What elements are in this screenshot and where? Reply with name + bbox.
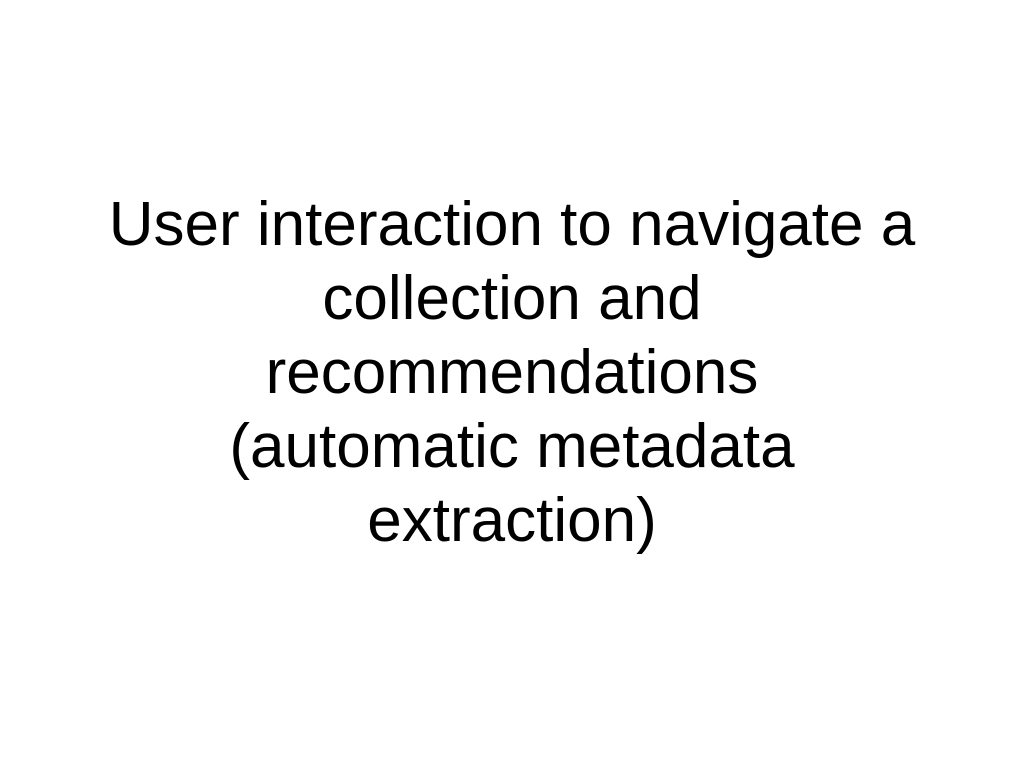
slide-title-line-5: extraction) — [367, 486, 657, 555]
slide-title-line-1: User interaction to navigate a — [108, 190, 916, 259]
slide-title: User interaction to navigate a collectio… — [0, 188, 1024, 558]
slide-title-line-2: collection and — [322, 264, 702, 333]
slide-title-line-4: (automatic metadata — [229, 412, 795, 481]
slide-title-line-3: recommendations — [265, 338, 759, 407]
